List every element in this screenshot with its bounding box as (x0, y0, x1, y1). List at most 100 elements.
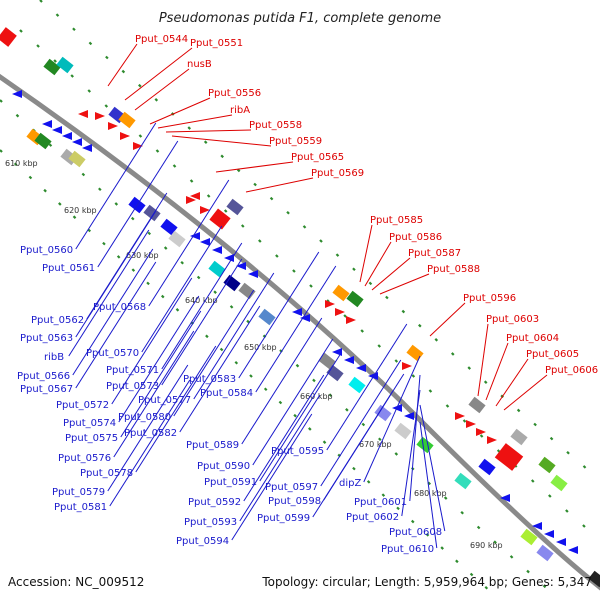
track-dot (53, 59, 57, 63)
gene-cassette (56, 56, 74, 74)
tick-label: 670 kbp (359, 440, 392, 449)
reverse-gene-label: Pput_0576 (58, 453, 111, 464)
reverse-gene-label: Pput_0561 (42, 263, 95, 274)
accession-text: Accession: NC_009512 (8, 575, 144, 589)
leader-line (252, 338, 334, 466)
forward-gene-arrow (133, 142, 143, 150)
reverse-gene-arrow (556, 538, 566, 546)
track-dot (343, 314, 347, 318)
track-dot (467, 366, 472, 370)
track-dot (180, 260, 184, 265)
leader-line (157, 114, 233, 129)
track-dot (263, 387, 268, 392)
leader-line (429, 302, 466, 337)
reverse-gene-block (588, 570, 600, 588)
tick-label: 680 kbp (414, 489, 447, 498)
track-dot (88, 41, 93, 46)
track-dot (548, 494, 552, 498)
track-dot (55, 13, 60, 17)
track-dot (381, 493, 386, 497)
reverse-gene-label: Pput_0568 (93, 302, 146, 313)
track-dot (172, 164, 177, 168)
reverse-gene-block (374, 404, 392, 422)
track-dot (377, 344, 382, 348)
leader-line (171, 135, 272, 147)
leader-line (111, 277, 193, 405)
reverse-gene-label: Pput_0584 (200, 388, 253, 399)
reverse-gene-label: Pput_0597 (265, 482, 318, 493)
leader-line (113, 330, 195, 458)
leader-line (409, 374, 421, 502)
forward-gene-label: Pput_0606 (545, 365, 598, 376)
track-dot (530, 479, 535, 483)
leader-line (477, 323, 489, 397)
track-dot (352, 267, 356, 272)
track-dot (319, 239, 323, 243)
track-dot (479, 434, 484, 438)
track-dot (292, 269, 296, 273)
track-dot (322, 440, 327, 444)
leader-line (68, 229, 150, 357)
leader-line (193, 272, 275, 400)
leader-line (118, 295, 200, 423)
reverse-gene-label: Pput_0570 (86, 348, 139, 359)
track-dot (476, 525, 481, 530)
forward-gene-label: Pput_0544 (135, 34, 188, 45)
track-dot (105, 55, 109, 60)
forward-gene-label: Pput_0605 (526, 349, 579, 360)
track-dot (411, 374, 416, 378)
track-dot (155, 149, 160, 153)
forward-gene-arrow (78, 110, 88, 118)
leader-line (215, 161, 294, 173)
leader-line (359, 224, 373, 283)
gene-cassette (118, 111, 136, 129)
reverse-gene-arrow (300, 314, 310, 322)
track-dot (43, 188, 47, 193)
track-dot (213, 290, 217, 294)
leader-line (239, 394, 321, 522)
reverse-gene-label: Pput_0598 (268, 496, 321, 507)
track-dot (542, 584, 547, 589)
reverse-gene-label: Pput_0563 (20, 333, 73, 344)
leader-line (75, 210, 157, 338)
forward-gene-arrow (95, 112, 105, 120)
reverse-gene-label: Pput_0573 (106, 381, 159, 392)
track-dot (302, 225, 307, 229)
track-dot (455, 559, 459, 564)
tick-label: 690 kbp (470, 541, 503, 550)
track-dot (445, 404, 450, 408)
forward-gene-label: Pput_0559 (269, 136, 322, 147)
leader-line (134, 68, 190, 111)
leader-line (107, 364, 189, 492)
reverse-gene-block (394, 422, 412, 440)
track-dot (206, 194, 211, 198)
reverse-gene-label: ribB (44, 352, 64, 363)
track-dot (295, 363, 300, 368)
leader-line (503, 374, 548, 411)
map-title: Pseudomonas putida F1, complete genome (159, 11, 441, 26)
leader-line (495, 358, 529, 407)
leader-line (107, 43, 138, 87)
reverse-gene-label: Pput_0580 (118, 412, 171, 423)
leader-line (120, 310, 202, 438)
reverse-gene-arrow (356, 364, 366, 372)
reverse-gene-label: Pput_0602 (346, 512, 399, 523)
track-dot (15, 113, 20, 118)
forward-gene-arrow (200, 206, 210, 214)
reverse-gene-arrow (500, 494, 510, 502)
reverse-gene-block (160, 218, 178, 236)
tick-label: 620 kbp (64, 206, 97, 215)
track-dot (368, 281, 373, 286)
track-dot (39, 0, 43, 3)
reverse-gene-arrow (62, 132, 72, 140)
reverse-gene-label: Pput_0581 (54, 502, 107, 513)
forward-gene-label: nusB (187, 59, 212, 70)
forward-gene-label: Pput_0603 (486, 314, 539, 325)
reverse-gene-label: Pput_0577 (138, 395, 191, 406)
track-dot (87, 89, 92, 93)
track-dot (401, 309, 406, 314)
tick-label: 650 kbp (244, 343, 277, 352)
track-dot (582, 524, 586, 528)
